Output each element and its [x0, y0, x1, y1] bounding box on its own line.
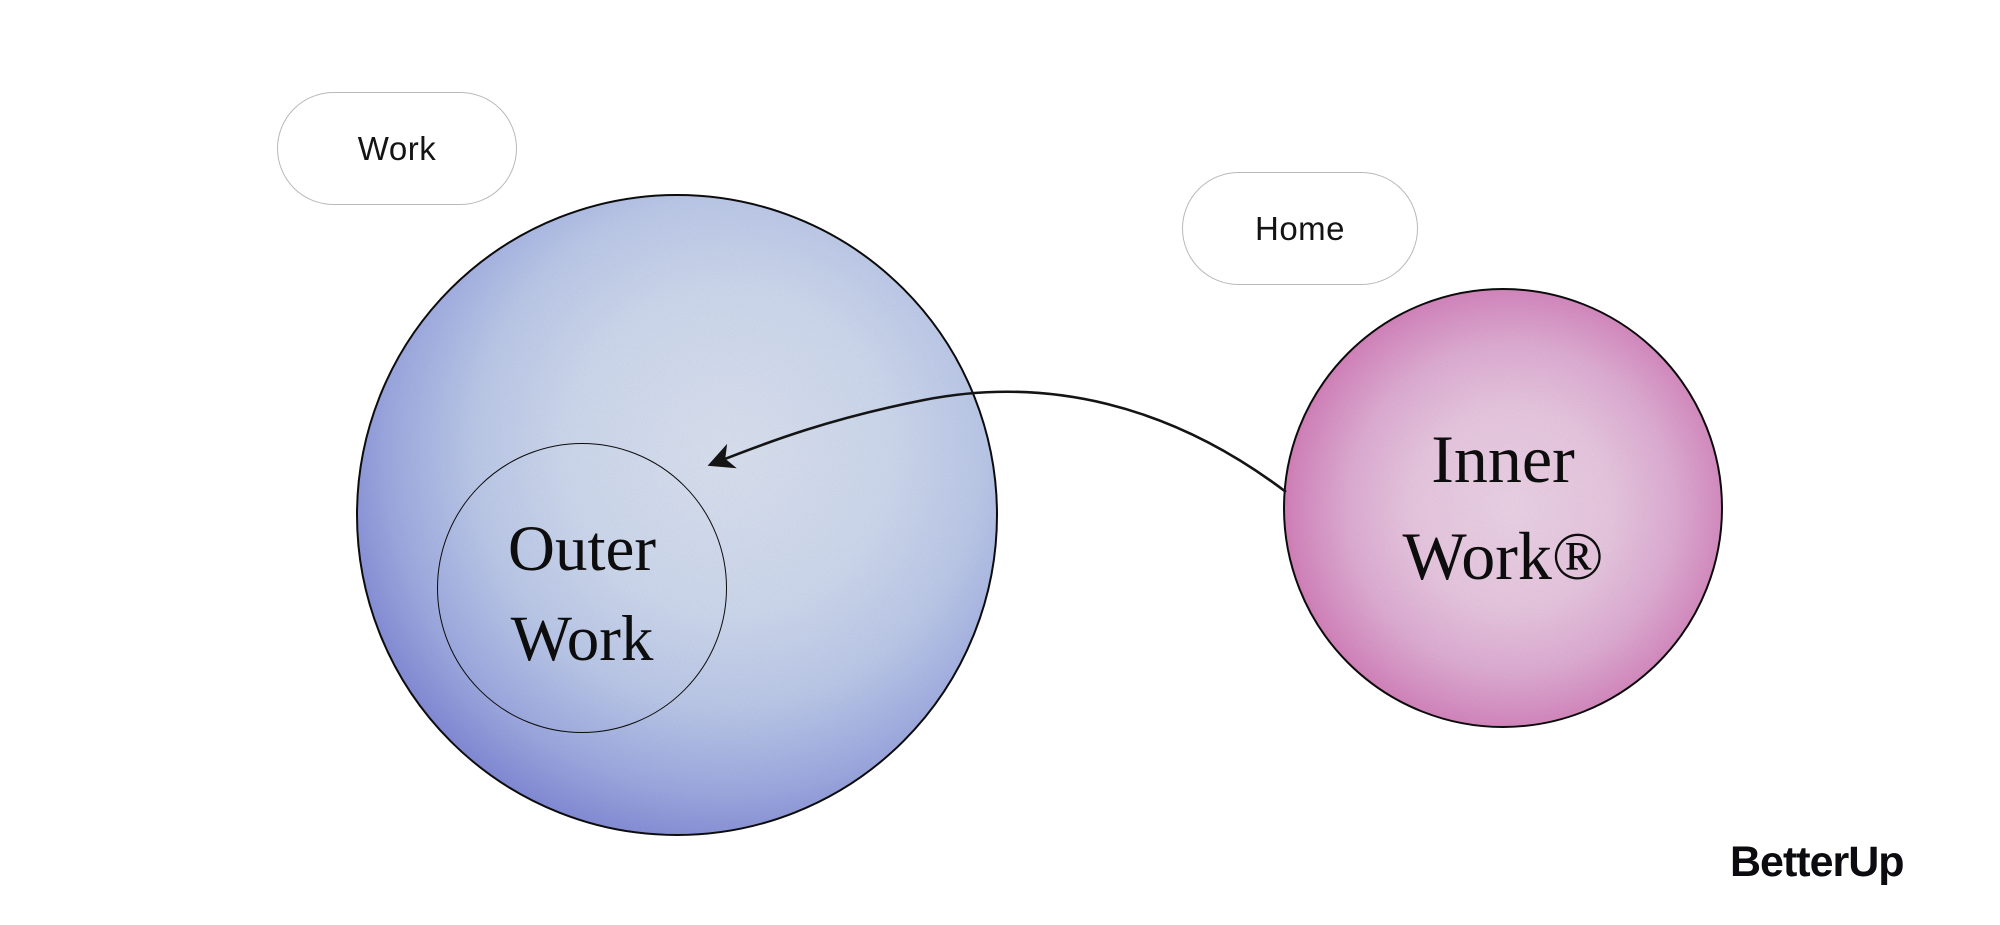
inner-work-circle: [1283, 288, 1723, 728]
betterup-logo-text: BetterUp: [1730, 838, 1905, 886]
work-pill-label: Work: [277, 92, 517, 205]
outer-work-line1: Outer: [508, 513, 656, 586]
home-pill-text: Home: [1254, 209, 1346, 247]
outer-work-label: Outer Work: [508, 505, 656, 684]
work-pill-text: Work: [357, 129, 437, 167]
outer-work-line2: Work: [510, 603, 654, 675]
betterup-logo: BetterUp: [1730, 838, 1905, 887]
home-pill-label: Home: [1182, 172, 1418, 285]
grain-texture: [1285, 290, 1721, 726]
outer-work-circle: Outer Work: [437, 443, 727, 733]
